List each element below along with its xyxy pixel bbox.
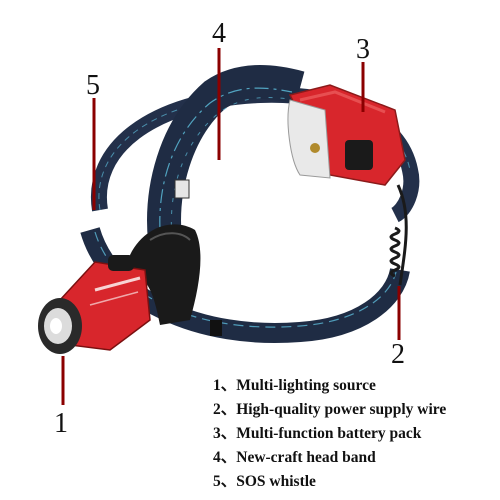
feature-legend: 1、Multi-lighting source 2、High-quality p… — [213, 374, 498, 494]
legend-item-3: 3、Multi-function battery pack — [213, 425, 422, 442]
legend-item-4: 4、New-craft head band — [213, 449, 376, 466]
callout-number-3: 3 — [356, 34, 370, 65]
top-strap — [147, 65, 305, 242]
strap-clip — [174, 179, 190, 199]
callout-number-2: 2 — [391, 339, 405, 370]
strap-clip — [210, 320, 222, 336]
callout-number-5: 5 — [86, 70, 100, 101]
battery-pack — [287, 84, 406, 186]
legend-item-5: 5、SOS whistle — [213, 473, 316, 490]
callout-number-4: 4 — [212, 18, 226, 49]
lamp-bracket — [130, 224, 201, 325]
power-wire — [389, 184, 408, 286]
legend-item-2: 2、High-quality power supply wire — [213, 401, 447, 418]
callout-number-1: 1 — [54, 408, 68, 439]
lamp-head — [38, 255, 151, 354]
legend-item-1: 1、Multi-lighting source — [213, 377, 376, 394]
